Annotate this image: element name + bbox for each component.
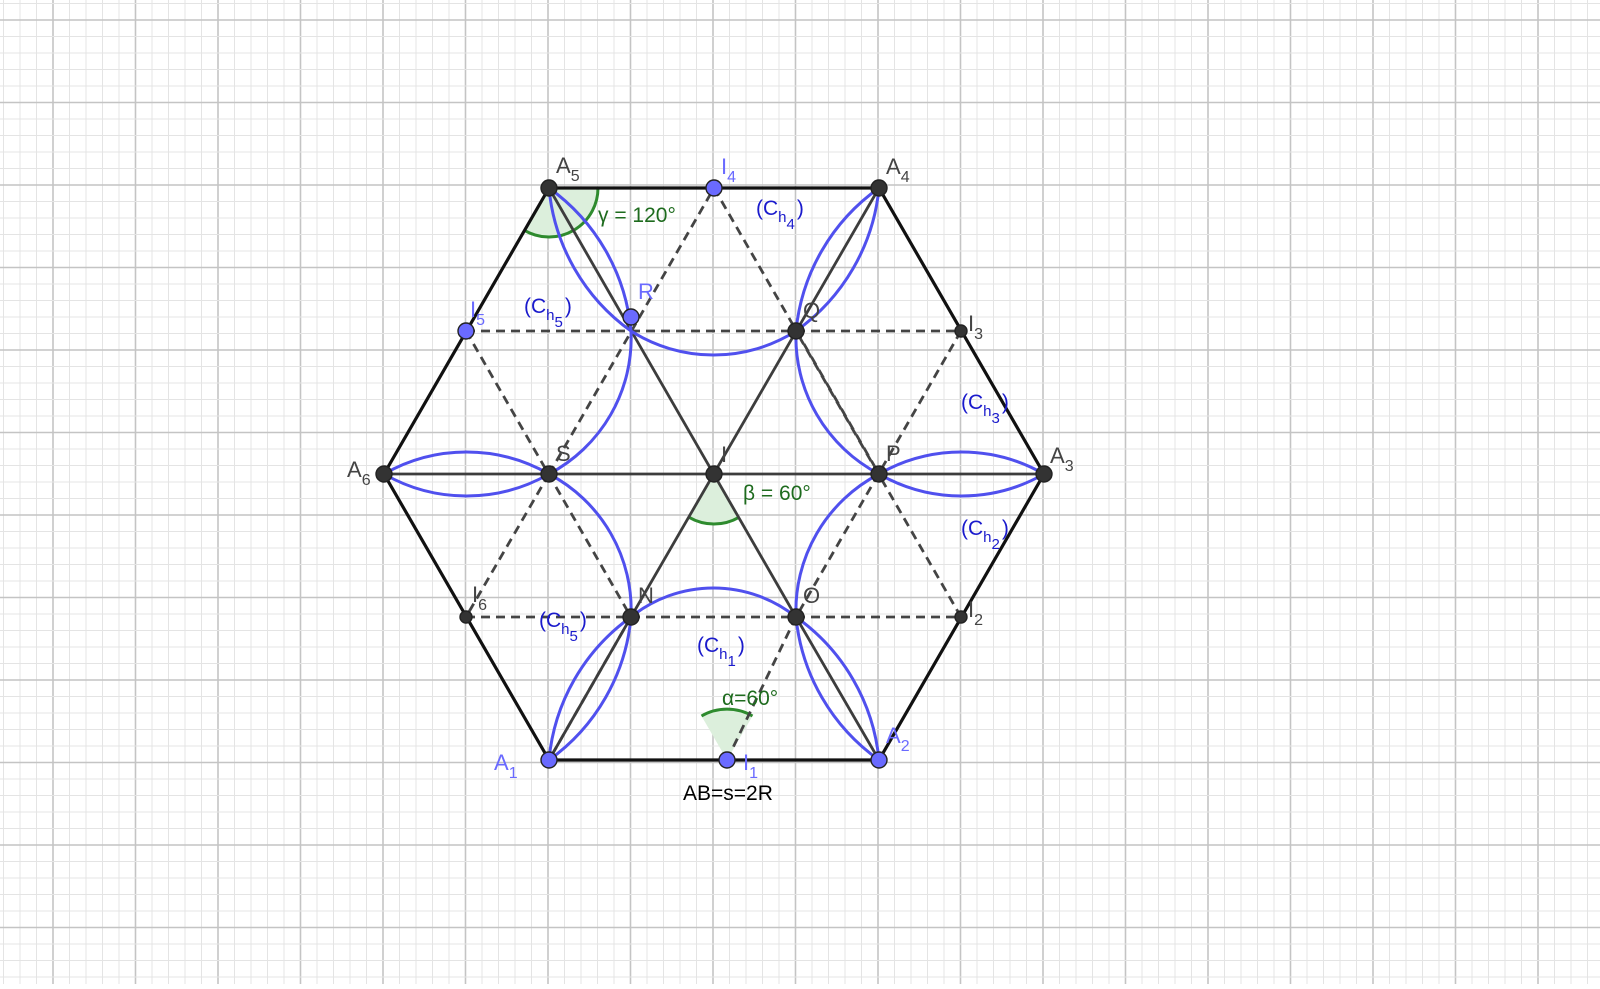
diagonal-2 bbox=[547, 187, 798, 618]
circle-label-ch5b: (Ch5) bbox=[539, 609, 587, 645]
point-p[interactable] bbox=[870, 465, 888, 483]
label-i3: I3 bbox=[968, 311, 983, 343]
point-i[interactable] bbox=[705, 465, 723, 483]
circle-arc-16 bbox=[794, 330, 880, 476]
circle-label-ch1: (Ch1) bbox=[697, 634, 745, 670]
label-a3: A3 bbox=[1050, 443, 1074, 475]
label-o: O bbox=[803, 583, 820, 608]
point-i5[interactable] bbox=[457, 322, 475, 340]
diagonal-3 bbox=[629, 187, 881, 618]
label-i: I bbox=[721, 442, 727, 467]
label-a6: A6 bbox=[347, 457, 371, 489]
point-i2[interactable] bbox=[954, 610, 968, 624]
label-n: N bbox=[638, 583, 654, 608]
label-a1: A1 bbox=[494, 750, 518, 782]
dashed-line-9 bbox=[464, 473, 551, 618]
circle-arc-10 bbox=[795, 187, 881, 333]
point-o[interactable] bbox=[787, 608, 805, 626]
circle-arc-13 bbox=[795, 615, 881, 761]
circle-label-ch2: (Ch2) bbox=[961, 517, 1009, 553]
label-a2: A2 bbox=[886, 723, 910, 755]
point-a6[interactable] bbox=[375, 465, 393, 483]
point-i4[interactable] bbox=[705, 179, 723, 197]
point-n[interactable] bbox=[622, 608, 640, 626]
circle-arc-5 bbox=[878, 450, 1045, 476]
circle-arc-9 bbox=[794, 186, 880, 332]
label-s: S bbox=[556, 441, 571, 466]
circle-arc-17 bbox=[548, 472, 633, 618]
point-i1[interactable] bbox=[718, 751, 736, 769]
label-i4: I4 bbox=[721, 154, 736, 186]
circle-arcs bbox=[383, 186, 1045, 762]
beta-angle-label: β = 60° bbox=[743, 482, 811, 505]
label-q: Q bbox=[803, 298, 820, 323]
label-i2: I2 bbox=[968, 597, 983, 629]
side-length-formula: AB=s=2R bbox=[683, 782, 773, 805]
point-i3[interactable] bbox=[954, 324, 968, 338]
point-a5[interactable] bbox=[540, 179, 558, 197]
circle-label-ch4: (Ch4) bbox=[756, 197, 804, 233]
point-i6[interactable] bbox=[459, 610, 473, 624]
labels: γ = 120° β = 60° α=60° AB=s=2R A1A2A3A4A… bbox=[347, 153, 1074, 805]
circle-arc-8 bbox=[547, 187, 632, 333]
circle-label-ch5a: (Ch5) bbox=[524, 295, 572, 331]
point-r[interactable] bbox=[622, 308, 640, 326]
label-i1: I1 bbox=[743, 750, 758, 782]
point-a1[interactable] bbox=[540, 751, 558, 769]
label-a5: A5 bbox=[556, 153, 580, 185]
circle-arc-15 bbox=[548, 330, 633, 476]
circle-label-ch3: (Ch3) bbox=[961, 391, 1009, 427]
circle-arc-2 bbox=[630, 329, 797, 357]
point-a4[interactable] bbox=[870, 179, 888, 197]
label-r: R bbox=[638, 279, 654, 304]
diagonal-5 bbox=[794, 616, 881, 761]
circle-arc-3 bbox=[383, 450, 550, 476]
label-i6: I6 bbox=[472, 582, 487, 614]
circle-arc-1 bbox=[630, 586, 797, 619]
circle-arc-4 bbox=[383, 472, 550, 498]
diagonal-4 bbox=[547, 616, 633, 761]
alpha-angle-label: α=60° bbox=[722, 687, 778, 710]
gamma-angle-label: γ = 120° bbox=[598, 204, 676, 227]
point-a3[interactable] bbox=[1035, 465, 1053, 483]
points bbox=[375, 179, 1053, 769]
point-q[interactable] bbox=[787, 322, 805, 340]
label-p: P bbox=[886, 441, 901, 466]
point-a2[interactable] bbox=[870, 751, 888, 769]
circle-arc-12 bbox=[547, 615, 632, 761]
circle-arc-14 bbox=[794, 616, 880, 762]
point-s[interactable] bbox=[540, 465, 558, 483]
label-a4: A4 bbox=[886, 154, 910, 186]
dashed-line-8 bbox=[725, 616, 798, 761]
circle-arc-11 bbox=[548, 616, 633, 762]
circle-arc-18 bbox=[794, 472, 880, 618]
circle-arc-6 bbox=[878, 472, 1045, 498]
